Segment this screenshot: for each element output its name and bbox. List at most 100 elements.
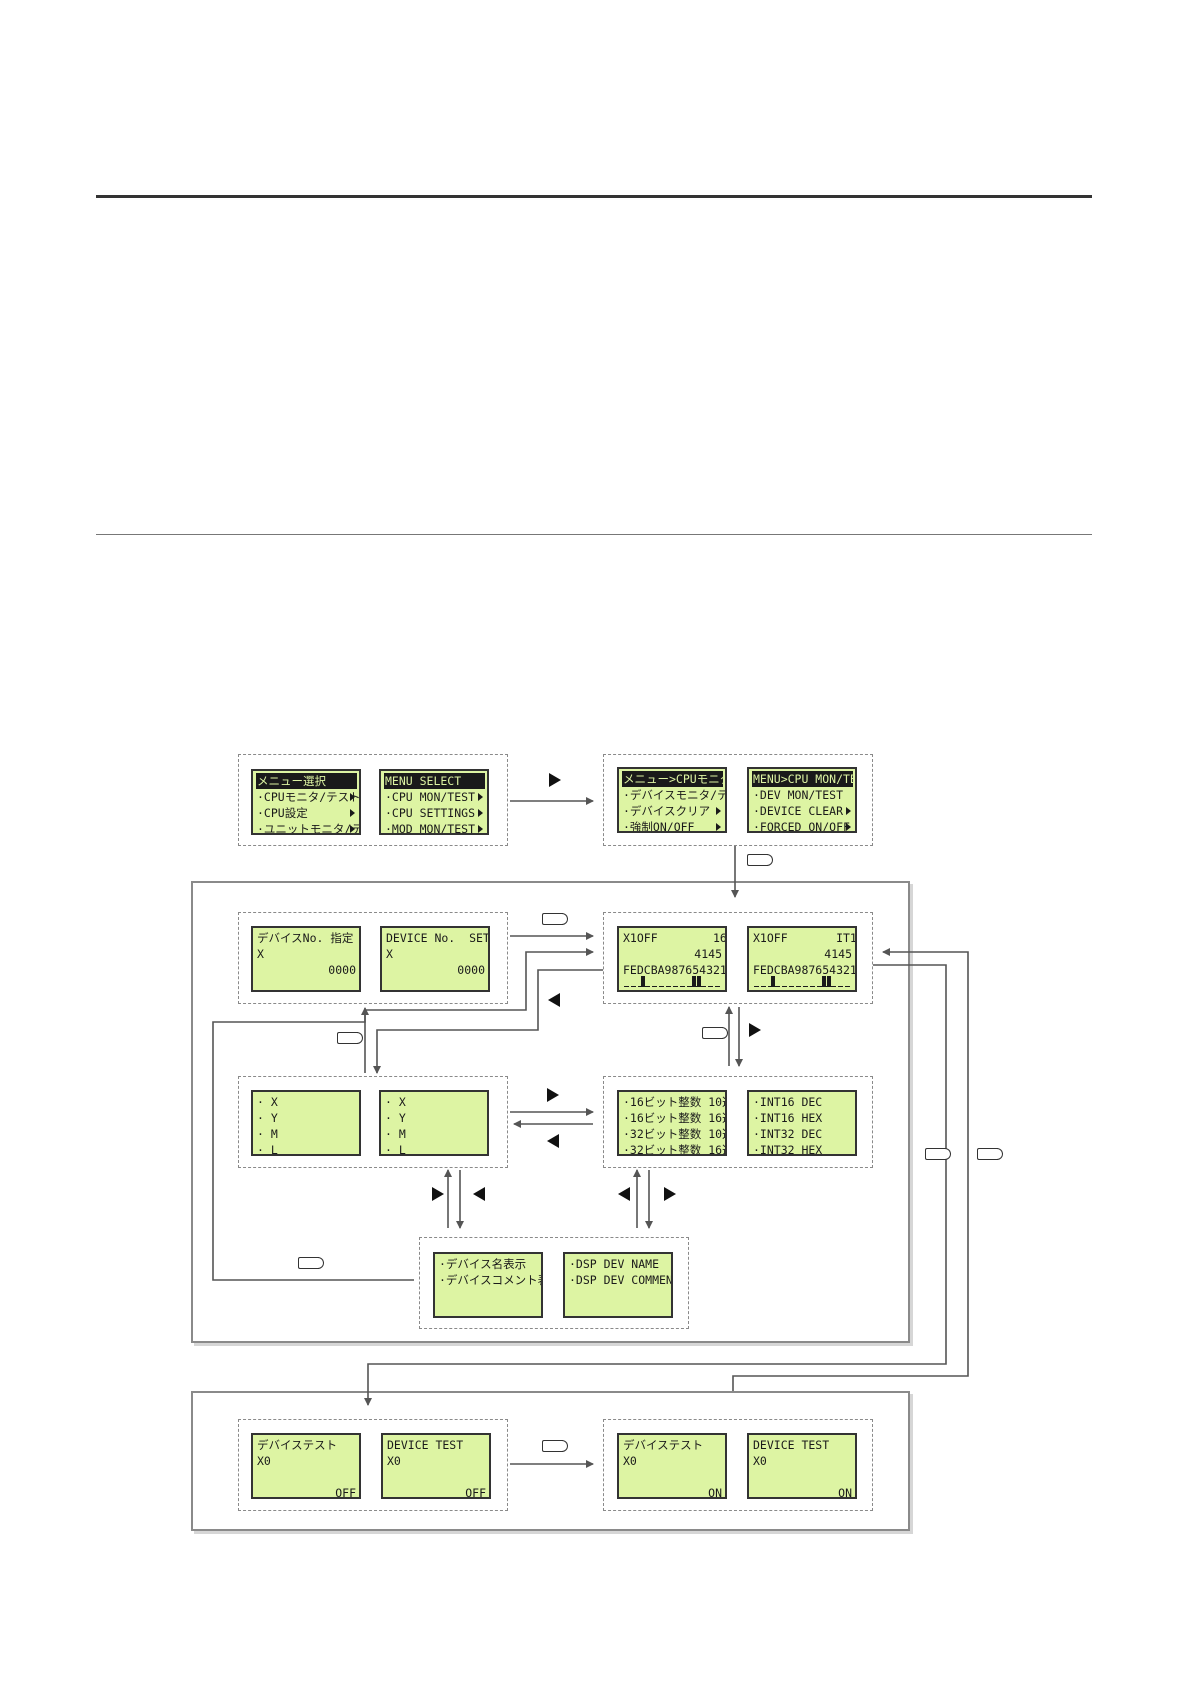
lcd-row: ON bbox=[708, 1486, 722, 1499]
section-rule bbox=[96, 534, 1092, 535]
lcd-device-en: · X · Y · M · L bbox=[379, 1090, 489, 1156]
lcd-row: X1OFF IT16 bbox=[753, 931, 857, 945]
lcd-row: OFF bbox=[465, 1486, 486, 1499]
lcd-row: MENU>CPU MON/TES bbox=[752, 771, 857, 787]
lcd-menu-en: MENU SELECT ·CPU MON/TEST ·CPU SETTINGS … bbox=[379, 769, 489, 835]
ok-key-icon bbox=[977, 1148, 1003, 1160]
lcd-row: · Y bbox=[385, 1111, 406, 1125]
lcd-format-en: ·INT16 DEC ·INT16 HEX ·INT32 DEC ·INT32 … bbox=[747, 1090, 857, 1156]
lcd-row: X1OFF 16整 bbox=[623, 931, 727, 945]
lcd-row: 0000 bbox=[328, 963, 356, 977]
arrow-left-key-icon bbox=[547, 1134, 559, 1148]
arrow-left-key-icon bbox=[473, 1187, 485, 1201]
lcd-row: デバイスNo. 指定 bbox=[257, 931, 354, 945]
lcd-row: メニュー>CPUモニタ/テスト bbox=[622, 771, 725, 787]
lcd-row: ·CPU SETTINGS bbox=[385, 805, 484, 821]
arrow-test-to-monitor bbox=[732, 948, 969, 1391]
lcd-row: ·デバイスコメント表示 bbox=[439, 1273, 541, 1287]
lcd-row: ·32ビット整数 16進 bbox=[623, 1143, 727, 1156]
lcd-row: X0 bbox=[387, 1454, 401, 1468]
lcd-row: 4145 bbox=[694, 947, 722, 961]
arrow-right-key-icon bbox=[549, 773, 561, 787]
lcd-row: FEDCBA9876543210 bbox=[753, 963, 857, 977]
lcd-row: · L bbox=[257, 1143, 278, 1156]
lcd-row: ·デバイスクリア bbox=[623, 803, 722, 819]
ok-key-icon bbox=[702, 1027, 728, 1039]
lcd-row: デバイステスト bbox=[257, 1438, 338, 1452]
lcd-row: ·INT32 HEX bbox=[753, 1143, 823, 1156]
bit-bar bbox=[624, 975, 720, 987]
arrow-monitor-to-device bbox=[373, 969, 603, 1074]
arrow-left-key-icon bbox=[548, 993, 560, 1007]
lcd-row: ·16ビット整数 10進 bbox=[623, 1095, 727, 1109]
lcd-row: ·CPUモニタ/テスト bbox=[257, 790, 361, 804]
lcd-row: FEDCBA9876543210 bbox=[623, 963, 727, 977]
test-frame bbox=[191, 1391, 910, 1531]
lcd-row: ·16ビット整数 16進 bbox=[623, 1111, 727, 1125]
lcd-row: X0 bbox=[257, 1454, 271, 1468]
arrow-right-key-icon bbox=[547, 1088, 559, 1102]
lcd-cpu-en: MENU>CPU MON/TES ·DEV MON/TEST ·DEVICE C… bbox=[747, 767, 857, 833]
lcd-row: X0 bbox=[753, 1454, 767, 1468]
lcd-devno-en: DEVICE No. SET X 0000 bbox=[380, 926, 490, 992]
lcd-row: ·デバイス名表示 bbox=[439, 1257, 527, 1271]
lcd-row: ·DSP DEV COMMENT bbox=[569, 1273, 673, 1287]
lcd-row: デバイステスト bbox=[623, 1438, 704, 1452]
lcd-row: X0 bbox=[623, 1454, 637, 1468]
lcd-row: メニュー選択 bbox=[256, 773, 357, 789]
lcd-test-off-jp: デバイステスト X0 OFF bbox=[251, 1433, 361, 1499]
lcd-row: ·INT16 DEC bbox=[753, 1095, 823, 1109]
lcd-row: ·DSP DEV NAME bbox=[569, 1257, 660, 1271]
lcd-row: · X bbox=[257, 1095, 278, 1109]
lcd-menu-jp: メニュー選択 ·CPUモニタ/テスト ·CPU設定 ·ユニットモニタ/テスト bbox=[251, 769, 361, 835]
lcd-row: ·DEV MON/TEST bbox=[753, 788, 844, 802]
lcd-row: OFF bbox=[335, 1486, 356, 1499]
lcd-row: · Y bbox=[257, 1111, 278, 1125]
top-rule bbox=[96, 195, 1092, 198]
lcd-cpu-jp: メニュー>CPUモニタ/テスト ·デバイスモニタ/テスト ·デバイスクリア ·強… bbox=[617, 767, 727, 833]
lcd-row: DEVICE No. SET bbox=[386, 931, 490, 945]
lcd-format-jp: ·16ビット整数 10進 ·16ビット整数 16進 ·32ビット整数 10進 ·… bbox=[617, 1090, 727, 1156]
ok-key-icon bbox=[298, 1257, 324, 1269]
lcd-row: 4145 bbox=[824, 947, 852, 961]
lcd-row: · X bbox=[385, 1095, 406, 1109]
lcd-row: ·32ビット整数 10進 bbox=[623, 1127, 727, 1141]
lcd-row: ·デバイスモニタ/テスト bbox=[623, 788, 725, 802]
lcd-monitor-en: X1OFF IT16 4145 FEDCBA9876543210 bbox=[747, 926, 857, 992]
lcd-test-on-jp: デバイステスト X0 ON bbox=[617, 1433, 727, 1499]
lcd-row: ON bbox=[838, 1486, 852, 1499]
lcd-monitor-jp: X1OFF 16整 4145 FEDCBA9876543210 bbox=[617, 926, 727, 992]
arrow-right-key-icon bbox=[664, 1187, 676, 1201]
lcd-row: ·CPU設定 bbox=[257, 805, 356, 821]
lcd-row: · M bbox=[257, 1127, 278, 1141]
lcd-device-jp: · X · Y · M · L bbox=[251, 1090, 361, 1156]
lcd-display-en: ·DSP DEV NAME ·DSP DEV COMMENT bbox=[563, 1252, 673, 1318]
lcd-row: ·ユニットモニタ/テスト bbox=[257, 821, 359, 833]
lcd-row: 0000 bbox=[457, 963, 485, 977]
lcd-row: ·MOD MON/TEST bbox=[385, 821, 484, 833]
lcd-row: ·強制ON/OFF bbox=[623, 819, 722, 831]
ok-key-icon bbox=[747, 854, 773, 866]
monitor-frame bbox=[191, 881, 910, 1343]
lcd-row: MENU SELECT bbox=[384, 773, 485, 789]
lcd-row: DEVICE TEST bbox=[753, 1438, 830, 1452]
arrow-display-to-devno bbox=[212, 1007, 414, 1281]
lcd-display-jp: ·デバイス名表示 ·デバイスコメント表示 bbox=[433, 1252, 543, 1318]
lcd-devno-jp: デバイスNo. 指定 X 0000 bbox=[251, 926, 361, 992]
lcd-test-on-en: DEVICE TEST X0 ON bbox=[747, 1433, 857, 1499]
lcd-row: ·CPU MON/TEST bbox=[385, 789, 484, 805]
arrow-right-key-icon bbox=[432, 1187, 444, 1201]
lcd-row: X bbox=[386, 947, 393, 961]
lcd-row: ·INT32 DEC bbox=[753, 1127, 823, 1141]
lcd-row: DEVICE TEST bbox=[387, 1438, 464, 1452]
ok-key-icon bbox=[542, 913, 568, 925]
lcd-row: ·DEVICE CLEAR bbox=[753, 803, 852, 819]
lcd-row: X bbox=[257, 947, 264, 961]
lcd-row: ·FORCED ON/OFF bbox=[753, 820, 851, 833]
arrow-device-to-monitor bbox=[364, 948, 594, 1073]
ok-key-icon bbox=[337, 1032, 363, 1044]
arrow-right-key-icon bbox=[749, 1023, 761, 1037]
lcd-row: ·INT16 HEX bbox=[753, 1111, 823, 1125]
arrow-left-key-icon bbox=[618, 1187, 630, 1201]
